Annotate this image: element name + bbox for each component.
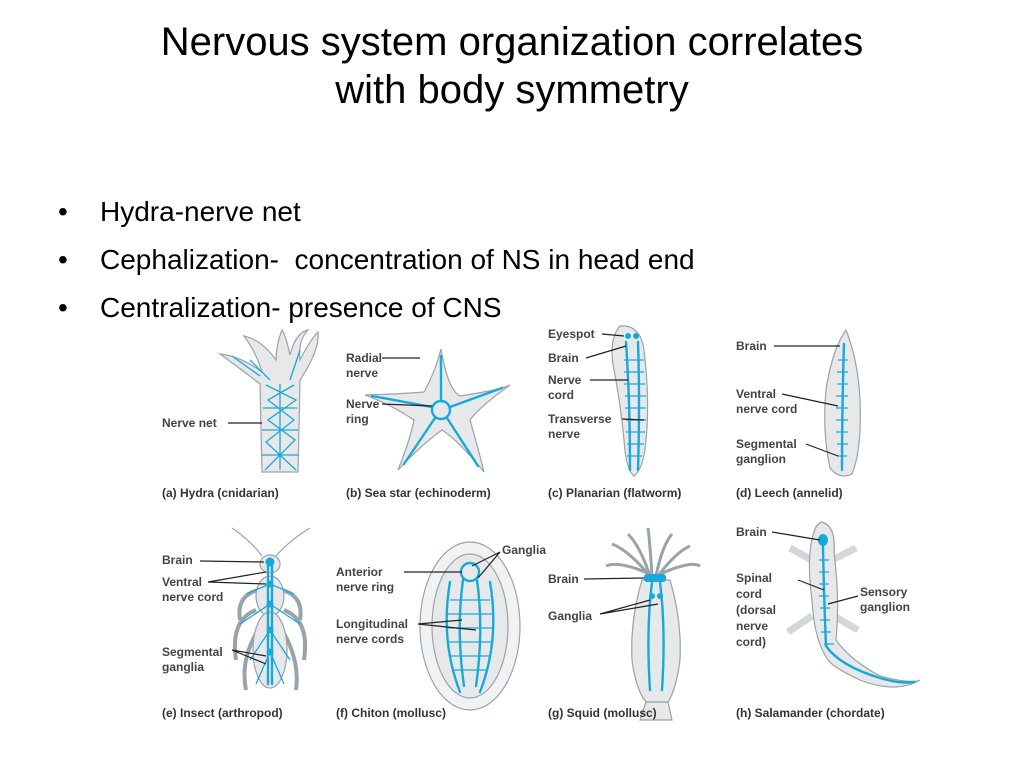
caption-squid: (g) Squid (mollusc) [548, 706, 657, 720]
insect-leaders [199, 560, 267, 665]
slide-title: Nervous system organization correlates w… [0, 18, 1024, 114]
planarian-eyespot [625, 333, 631, 339]
label-nerve-cord: nerve cord [162, 590, 223, 604]
label-nerve-cord: nerve cord [736, 402, 797, 416]
caption-leech: (d) Leech (annelid) [736, 486, 843, 500]
squid-nerves [647, 580, 665, 692]
planarian-eyespot [633, 333, 639, 339]
panel-salamander: Brain Spinal cord (dorsal nerve cord) Se… [736, 521, 921, 720]
label-brain: Brain [736, 525, 767, 539]
label-ganglia: Ganglia [502, 543, 546, 557]
label-brain: Brain [736, 339, 767, 353]
label-segmental: Segmental [736, 437, 797, 451]
label-sensory: Sensory [860, 585, 908, 599]
squid-ganglion [657, 593, 663, 599]
panel-squid: Brain Ganglia (g) Squid (mollusc) [548, 527, 701, 721]
leech-leaders [774, 345, 840, 457]
label-nerve-ring: nerve ring [336, 580, 394, 594]
insect-legs [233, 588, 307, 691]
insect-antennae [231, 527, 311, 557]
hydra-nerve-net [231, 349, 301, 471]
sea-star-radial-nerves [370, 354, 504, 468]
bullet-item: Centralization- presence of CNS [58, 284, 695, 332]
title-line-2: with body symmetry [335, 68, 689, 112]
label-spinal: Spinal [736, 571, 772, 585]
caption-sea-star: (b) Sea star (echinoderm) [346, 486, 491, 500]
insect-brain [265, 557, 275, 567]
label-ventral: Ventral [736, 387, 776, 401]
label-eyespot: Eyespot [548, 327, 595, 341]
label-nerve: Nerve [346, 397, 380, 411]
bullet-item: Cephalization- concentration of NS in he… [58, 236, 695, 284]
panel-chiton: Ganglia Anterior nerve ring Longitudinal… [336, 541, 546, 720]
label-nerve: nerve [736, 619, 768, 633]
chiton-leaders [404, 551, 501, 631]
label-anterior: Anterior [336, 565, 383, 579]
salamander-sensory-ganglia [819, 559, 834, 645]
label-ring: ring [346, 412, 369, 426]
squid-ganglion [649, 593, 655, 599]
chiton-foot [431, 553, 509, 699]
chiton-longitudinal-nerve-cords [445, 578, 495, 694]
salamander-spinal-cord [821, 544, 916, 684]
label-longitudinal: Longitudinal [336, 617, 408, 631]
label-radial: Radial [346, 351, 382, 365]
label-brain: Brain [548, 351, 579, 365]
label-ganglia: Ganglia [548, 609, 592, 623]
label-nerve-net: Nerve net [162, 416, 217, 430]
label-transverse-nerve: nerve [548, 427, 580, 441]
label-brain: Brain [162, 553, 193, 567]
squid-arms [605, 527, 701, 578]
label-ganglia: ganglia [162, 660, 204, 674]
label-dorsal: (dorsal [736, 603, 776, 617]
squid-mantle [631, 579, 681, 703]
panel-leech: Brain Ventral nerve cord Segmental gangl… [736, 328, 861, 500]
chiton-transverse-connectives [447, 599, 493, 671]
caption-hydra: (a) Hydra (cnidarian) [162, 486, 279, 500]
label-transverse: Transverse [548, 412, 612, 426]
squid-fin [639, 701, 673, 721]
label-brain: Brain [548, 572, 579, 586]
salamander-brain [818, 534, 828, 546]
label-radial-nerve: nerve [346, 366, 378, 380]
panel-insect: Brain Ventral nerve cord Segmental gangl… [162, 527, 311, 720]
label-cord: cord [736, 587, 762, 601]
label-ventral: Ventral [162, 575, 202, 589]
salamander-leaders [771, 531, 859, 605]
label-cord-close: cord) [736, 635, 766, 649]
panel-planarian: Eyespot Brain Nerve cord Transverse nerv… [548, 325, 681, 500]
salamander-body [808, 521, 921, 688]
leech-segmental-ganglia [836, 359, 848, 457]
bullet-list: Hydra-nerve net Cephalization- concentra… [58, 188, 695, 332]
label-segmental: Segmental [162, 645, 223, 659]
label-nerve-cord-1: Nerve [548, 373, 582, 387]
sea-star-leaders [381, 357, 433, 407]
panel-sea-star: Radial nerve Nerve ring (b) Sea star (ec… [346, 348, 511, 500]
salamander-limbs [786, 544, 860, 635]
label-nerve-cord-2: cord [548, 388, 574, 402]
label-ganglion: ganglion [860, 600, 910, 614]
squid-brain [644, 574, 666, 582]
panel-hydra: Nerve net (a) Hydra (cnidarian) [162, 328, 319, 500]
caption-chiton: (f) Chiton (mollusc) [336, 706, 446, 720]
sea-star-body [364, 348, 511, 473]
caption-insect: (e) Insect (arthropod) [162, 706, 283, 720]
planarian-leaders [585, 333, 645, 421]
title-line-1: Nervous system organization correlates [160, 20, 864, 64]
caption-salamander: (h) Salamander (chordate) [736, 706, 885, 720]
label-ganglion: ganglion [736, 452, 786, 466]
insect-peripheral-nerves [239, 583, 301, 685]
label-nerve-cords: nerve cords [336, 632, 404, 646]
planarian-nerve-cords [624, 340, 641, 472]
squid-leaders [583, 577, 659, 615]
bullet-item: Hydra-nerve net [58, 188, 695, 236]
caption-planarian: (c) Planarian (flatworm) [548, 486, 681, 500]
